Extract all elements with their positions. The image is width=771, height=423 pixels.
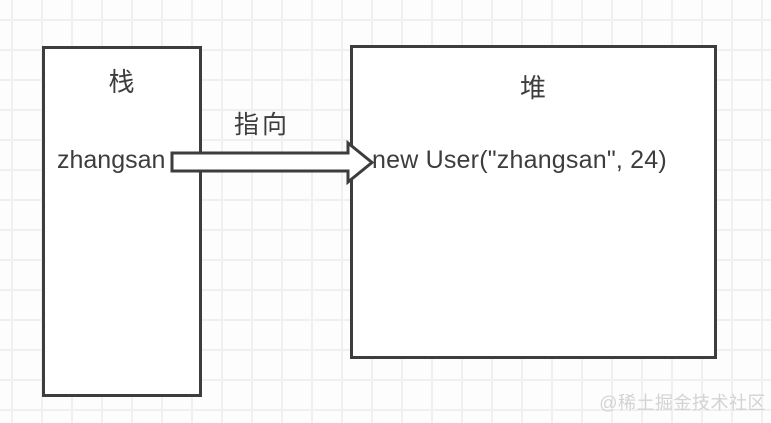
heap-box-title: 堆	[519, 73, 547, 103]
heap-object-label: new User("zhangsan", 24)	[372, 146, 667, 174]
stack-variable-label: zhangsan	[57, 146, 166, 174]
stack-box-title: 栈	[108, 67, 136, 97]
watermark: @稀土掘金技术社区	[599, 393, 766, 413]
pointer-arrow	[170, 140, 375, 185]
stack-box: 栈	[42, 46, 202, 397]
heap-box: 堆	[350, 45, 717, 359]
arrow-label: 指向	[234, 111, 291, 139]
